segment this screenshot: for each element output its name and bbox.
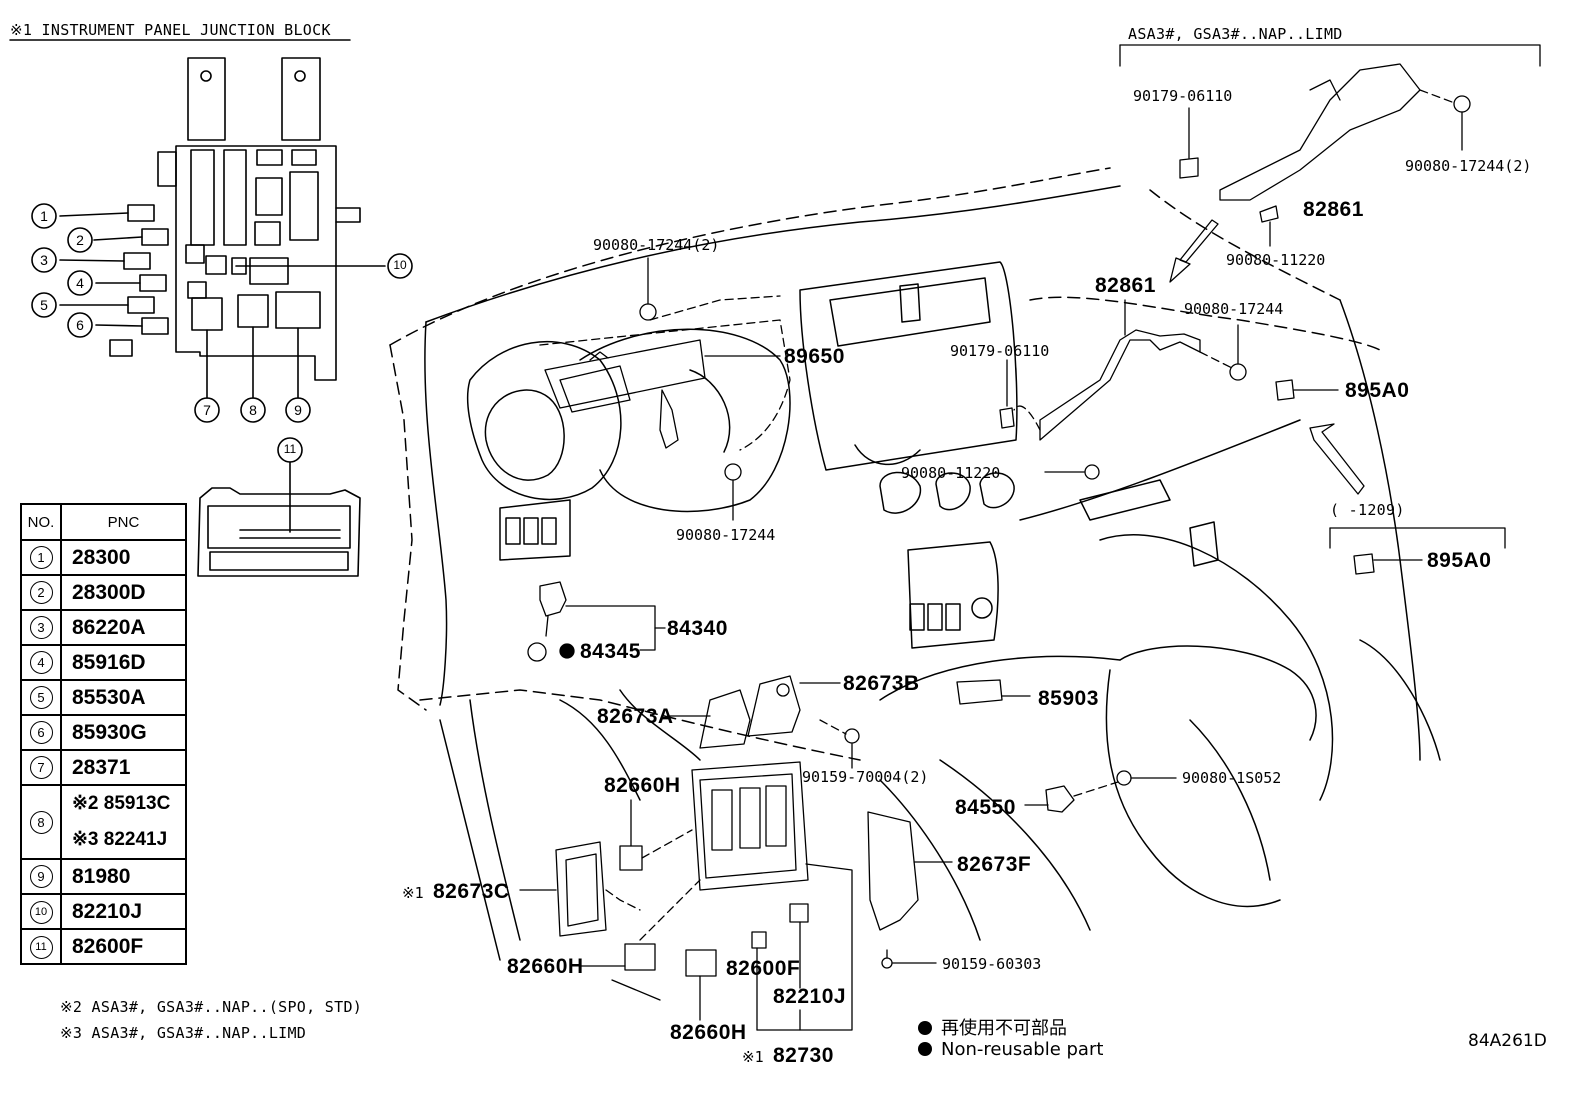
row-number: 4 — [29, 651, 53, 674]
label-82730: 82730 — [773, 1044, 834, 1067]
label-90080-1S052: 90080-1S052 — [1182, 769, 1282, 787]
row-pnc: 82210J — [60, 893, 187, 930]
label-85903: 85903 — [1038, 687, 1099, 710]
callout-2: 2 — [76, 232, 84, 248]
table-row: 10 82210J — [20, 893, 187, 930]
table-header-row: NO. PNC — [20, 503, 187, 541]
label-82600F: 82600F — [726, 957, 801, 980]
table-row: 4 85916D — [20, 644, 187, 681]
callout-8: 8 — [249, 402, 257, 418]
callout-5: 5 — [40, 297, 48, 313]
label-90080-17244-a: 90080-17244 — [1184, 300, 1284, 318]
label-84340: 84340 — [667, 617, 728, 640]
footnote-2: ※2 ASA3#, GSA3#..NAP..(SPO, STD) — [60, 998, 363, 1016]
row-pnc-variant-3: ※3 82241J — [72, 829, 168, 850]
row-number: 8 — [29, 810, 53, 834]
table-row: 6 85930G — [20, 714, 187, 751]
connector-block-drawing — [197, 437, 361, 577]
table-row: 7 28371 — [20, 749, 187, 786]
label-90080-17244-b: 90080-17244 — [676, 526, 776, 544]
label-90179-06110-b: 90179-06110 — [950, 342, 1050, 360]
label-82660H-a: 82660H — [604, 774, 681, 797]
row-pnc: 28300D — [60, 574, 187, 611]
row-pnc: 28300 — [60, 539, 187, 576]
callout-1: 1 — [40, 208, 48, 224]
diagram-title: ※1 INSTRUMENT PANEL JUNCTION BLOCK — [10, 21, 331, 39]
variant-header: ASA3#, GSA3#..NAP..LIMD — [1128, 25, 1343, 43]
label-82861-a: 82861 — [1303, 198, 1364, 221]
row-number: 2 — [29, 581, 53, 604]
label-82673C: 82673C — [433, 880, 510, 903]
legend-jp: 再使用不可部品 — [918, 1014, 1067, 1040]
legend-en: Non-reusable part — [918, 1039, 1103, 1060]
label-84550: 84550 — [955, 796, 1016, 819]
callout-4: 4 — [76, 275, 84, 291]
footnote-3: ※3 ASA3#, GSA3#..NAP..LIMD — [60, 1024, 307, 1042]
label-82673B: 82673B — [843, 672, 920, 695]
label-895A0-b: 895A0 — [1427, 549, 1492, 572]
bullet-icon — [918, 1021, 932, 1035]
row-pnc: 82600F — [60, 928, 187, 965]
row-number: 7 — [29, 756, 53, 779]
table-row: 1 28300 — [20, 539, 187, 576]
label-82673C-mark: ※1 — [402, 884, 424, 902]
label-84345: 84345 — [580, 640, 641, 663]
callout-10: 10 — [393, 258, 407, 272]
label-82210J: 82210J — [773, 985, 847, 1008]
row-number: 1 — [29, 546, 53, 569]
label-82660H-b: 82660H — [507, 955, 584, 978]
label-90080-11220-a: 90080-11220 — [1226, 251, 1326, 269]
callout-3: 3 — [40, 252, 48, 268]
callout-7: 7 — [203, 402, 211, 418]
row-pnc: 28371 — [60, 749, 187, 786]
table-row: 8 ※2 85913C ※3 82241J — [20, 784, 187, 860]
table-row: 2 28300D — [20, 574, 187, 611]
table-row: 5 85530A — [20, 679, 187, 716]
label-90080-17244-2-b: 90080-17244(2) — [593, 236, 720, 254]
row-pnc-variant-2: ※2 85913C — [72, 793, 171, 814]
row-pnc: 81980 — [60, 858, 187, 895]
junction-block-drawing — [31, 57, 413, 423]
row-pnc: 86220A — [60, 609, 187, 646]
date-bracket: ( -1209) — [1330, 501, 1405, 519]
label-90179-06110-a: 90179-06110 — [1133, 87, 1233, 105]
label-90159-70004: 90159-70004(2) — [802, 768, 929, 786]
callout-9: 9 — [294, 402, 302, 418]
callout-11: 11 — [283, 442, 297, 456]
row-number: 10 — [29, 900, 53, 924]
row-pnc: 85916D — [60, 644, 187, 681]
pnc-table: NO. PNC 1 28300 2 28300D 3 86220A 4 85916D 5… — [20, 503, 187, 965]
row-pnc: 85530A — [60, 679, 187, 716]
legend-en-text: Non-reusable part — [941, 1039, 1104, 1060]
table-row: 9 81980 — [20, 858, 187, 895]
row-number: 11 — [29, 935, 53, 959]
label-895A0-a: 895A0 — [1345, 379, 1410, 402]
header-no: NO. — [20, 503, 62, 541]
label-89650: 89650 — [784, 345, 845, 368]
label-90080-17244-2-a: 90080-17244(2) — [1405, 157, 1532, 175]
label-82673F: 82673F — [957, 853, 1032, 876]
row-number: 3 — [29, 616, 53, 639]
label-82730-mark: ※1 — [742, 1048, 764, 1066]
bullet-icon — [918, 1042, 932, 1056]
row-pnc: 85930G — [60, 714, 187, 751]
row-number: 5 — [29, 686, 53, 709]
row-number: 6 — [29, 721, 53, 744]
label-82861-b: 82861 — [1095, 274, 1156, 297]
dashboard-drawing — [389, 167, 1441, 961]
label-90080-11220-b: 90080-11220 — [901, 464, 1001, 482]
label-90159-60303: 90159-60303 — [942, 955, 1042, 973]
row-number: 9 — [29, 865, 53, 888]
header-pnc: PNC — [60, 503, 187, 541]
leader-lines — [519, 44, 1541, 1031]
callout-6: 6 — [76, 317, 84, 333]
label-82660H-c: 82660H — [670, 1021, 747, 1044]
label-82673A: 82673A — [597, 705, 674, 728]
table-row: 3 86220A — [20, 609, 187, 646]
legend-jp-text: 再使用不可部品 — [941, 1018, 1067, 1039]
table-row: 11 82600F — [20, 928, 187, 965]
figure-code: 84A261D — [1468, 1031, 1547, 1051]
